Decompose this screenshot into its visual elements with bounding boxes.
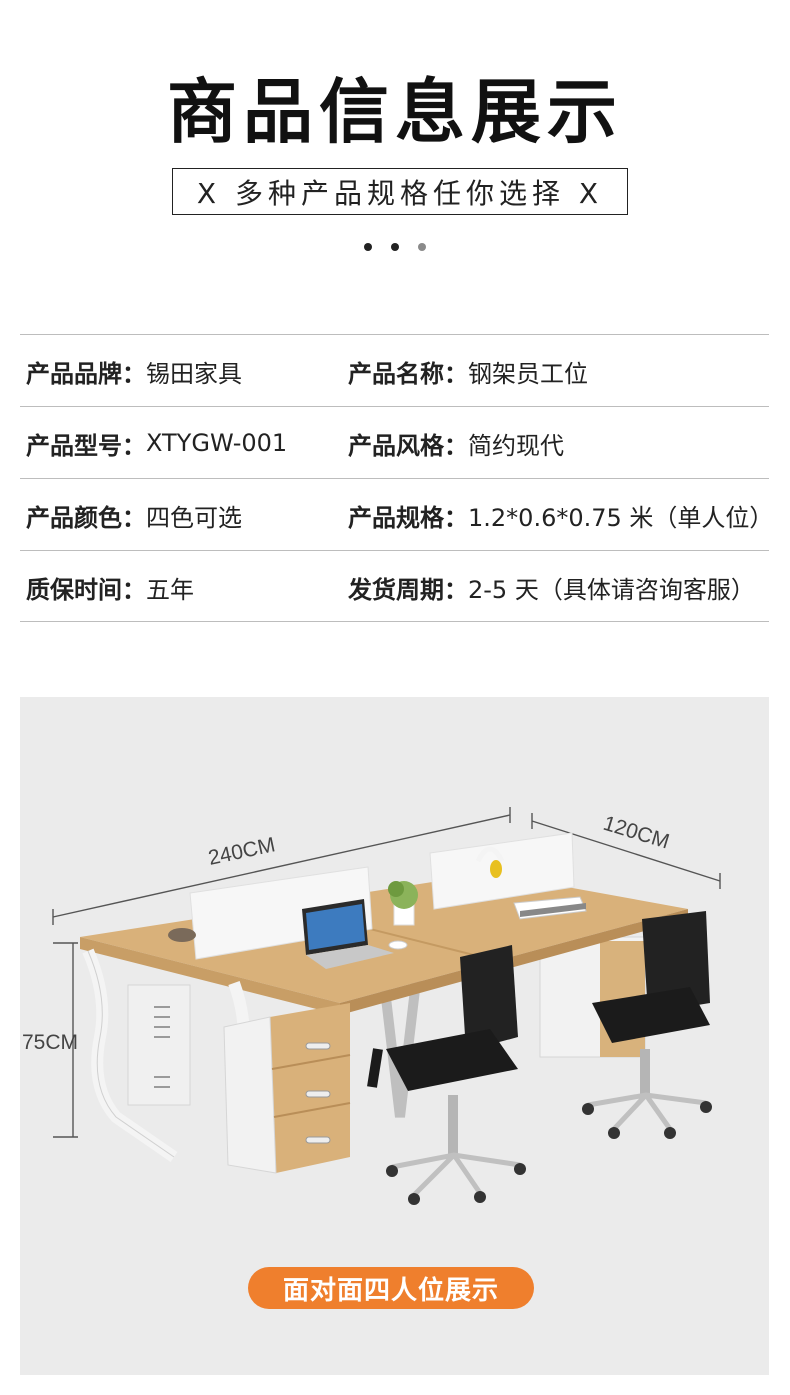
dimension-depth-label: 120CM [601, 812, 672, 854]
subtitle-banner: X 多种产品规格任你选择 X [172, 168, 628, 215]
mobile-pedestal [223, 1003, 351, 1174]
office-chair-rear [582, 911, 712, 1139]
spec-label: 产品风格： [348, 431, 468, 460]
dimension-lines [52, 807, 721, 1138]
caption-badge: 面对面四人位展示 [248, 1267, 534, 1309]
spec-row: 质保时间： 五年 发货周期： 2-5 天（具体请咨询客服） [20, 550, 769, 622]
spec-value: 2-5 天（具体请咨询客服） [468, 575, 755, 604]
spec-value: 简约现代 [468, 431, 564, 460]
spec-label: 产品型号： [26, 431, 146, 460]
spec-label: 质保时间： [26, 575, 146, 604]
dimension-length-label: 240CM [206, 833, 277, 870]
spec-value: 四色可选 [146, 503, 242, 532]
spec-value: 五年 [146, 575, 194, 604]
plant [388, 881, 418, 926]
spec-label: 产品规格： [348, 503, 468, 532]
caption-text: 面对面四人位展示 [282, 1275, 499, 1306]
spec-value: 锡田家具 [146, 359, 242, 388]
office-chair-front [367, 945, 526, 1205]
spec-row: 产品品牌： 锡田家具 产品名称： 钢架员工位 [20, 334, 769, 406]
spec-row: 产品型号： XTYGW-001 产品风格： 简约现代 [20, 406, 769, 478]
carousel-dot[interactable] [364, 243, 372, 251]
laptop [302, 899, 394, 969]
carousel-dot[interactable] [418, 243, 426, 251]
spec-value: XTYGW-001 [146, 429, 288, 457]
headphones [475, 846, 505, 878]
subtitle-text: X 多种产品规格任你选择 X [196, 176, 604, 210]
spec-item: 产品颜色： 四色可选 [26, 479, 242, 551]
product-photo: 240CM 120CM 75CM [20, 697, 769, 1375]
spec-label: 产品名称： [348, 359, 468, 388]
coffee-cup [388, 940, 408, 950]
dimension-height-label: 75CM [22, 1031, 78, 1054]
spec-item: 质保时间： 五年 [26, 551, 194, 623]
spec-value: 钢架员工位 [468, 359, 588, 388]
spec-table: 产品品牌： 锡田家具 产品名称： 钢架员工位 产品型号： XTYGW-001 产… [20, 334, 773, 622]
spec-label: 产品颜色： [26, 503, 146, 532]
spec-item: 产品规格： 1.2*0.6*0.75 米（单人位） [348, 479, 773, 551]
spec-label: 发货周期： [348, 575, 468, 604]
cpu-cabinet [127, 984, 191, 1106]
spec-value: 1.2*0.6*0.75 米（单人位） [468, 503, 774, 532]
spec-item: 产品品牌： 锡田家具 [26, 335, 242, 407]
steel-frame [375, 946, 425, 1118]
spec-item: 产品风格： 简约现代 [348, 407, 564, 479]
spec-label: 产品品牌： [26, 359, 146, 388]
carousel-dot[interactable] [391, 243, 399, 251]
spec-item: 产品型号： XTYGW-001 [26, 407, 287, 479]
page-title: 商品信息展示 [167, 71, 623, 153]
books [513, 896, 587, 920]
carousel-dots [0, 243, 790, 255]
pen-holder [168, 928, 196, 942]
spec-item: 发货周期： 2-5 天（具体请咨询客服） [348, 551, 755, 623]
spec-row: 产品颜色： 四色可选 产品规格： 1.2*0.6*0.75 米（单人位） [20, 478, 773, 551]
desk-illustration: 240CM 120CM 75CM [22, 807, 721, 1205]
spec-item: 产品名称： 钢架员工位 [348, 335, 588, 407]
